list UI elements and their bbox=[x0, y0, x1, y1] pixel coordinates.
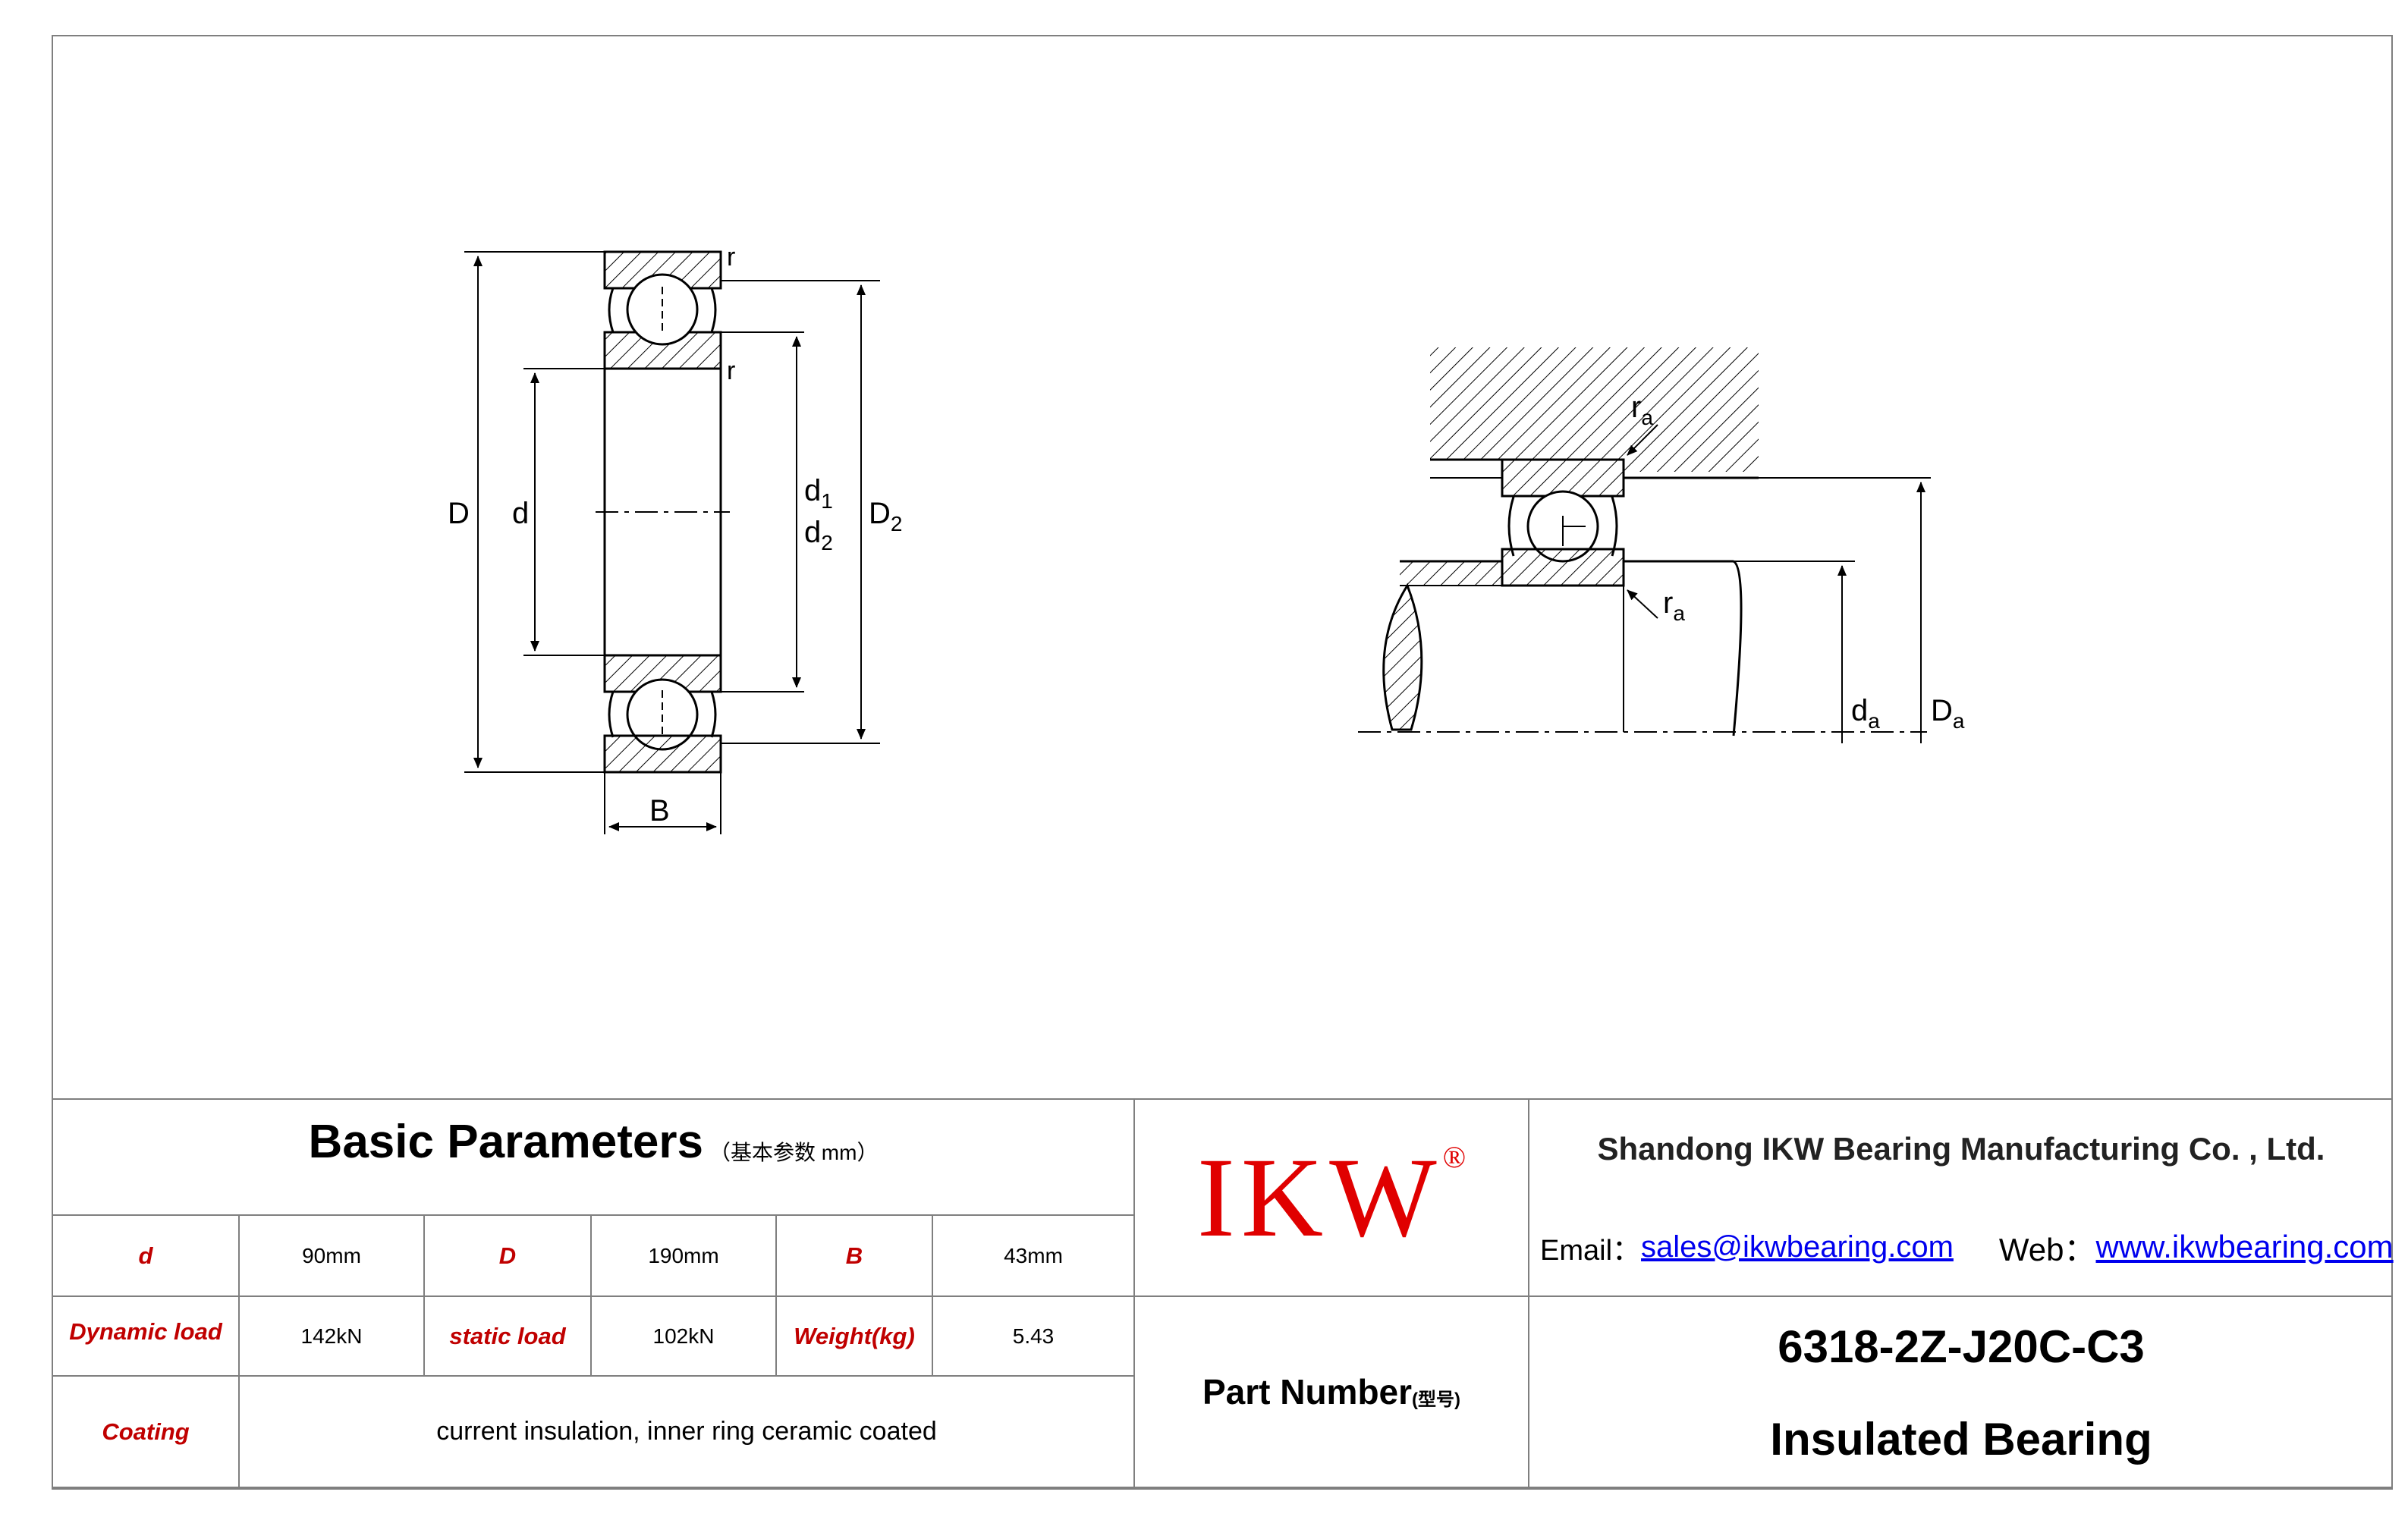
company-name: Shandong IKW Bearing Manufacturing Co. ,… bbox=[1597, 1131, 2325, 1167]
email-link[interactable]: sales@ikwbearing.com bbox=[1641, 1230, 1954, 1264]
bearing-drawings: D d d1 d2 D2 r r B bbox=[448, 243, 1965, 834]
value-D-cell: 190mm bbox=[648, 1243, 719, 1267]
label-d1: d1 bbox=[804, 474, 833, 513]
registered-mark: ® bbox=[1442, 1140, 1466, 1174]
product-type: Insulated Bearing bbox=[1770, 1414, 2152, 1465]
value-B-cell: 43mm bbox=[1004, 1243, 1063, 1267]
label-r-mid: r bbox=[727, 356, 735, 385]
part-number-text: Part Number bbox=[1202, 1372, 1413, 1412]
label-static-load: static load bbox=[449, 1322, 566, 1349]
email-label: Email： bbox=[1540, 1234, 1642, 1267]
contact-row: Email： sales@ikwbearing.com Web： www.ikw… bbox=[1529, 1198, 2394, 1295]
label-r-top: r bbox=[727, 243, 735, 272]
label-weight: Weight(kg) bbox=[794, 1322, 915, 1349]
web-label: Web： bbox=[1998, 1231, 2096, 1267]
product-number: 6318-2Z-J20C-C3 bbox=[1778, 1321, 2145, 1372]
label-D-cell: D bbox=[498, 1242, 517, 1269]
label-d2: d2 bbox=[804, 516, 833, 554]
value-static-load: 102kN bbox=[652, 1324, 715, 1348]
part-number-cn: (型号) bbox=[1412, 1389, 1461, 1410]
label-coating: Coating bbox=[102, 1418, 190, 1445]
label-B-cell: B bbox=[845, 1242, 863, 1269]
label-da: da bbox=[1851, 694, 1880, 733]
label-Da: Da bbox=[1931, 694, 1965, 733]
params-title: Basic Parameters bbox=[308, 1116, 704, 1168]
label-d-cell: d bbox=[138, 1242, 153, 1269]
ikw-logo: IKW ® bbox=[1135, 1100, 1528, 1295]
label-D: D bbox=[448, 497, 470, 530]
logo-text: IKW bbox=[1196, 1135, 1443, 1261]
value-dynamic-load: 142kN bbox=[300, 1324, 363, 1348]
value-d-cell: 90mm bbox=[302, 1243, 361, 1267]
label-dynamic-load: Dynamic load bbox=[69, 1318, 222, 1345]
label-d: d bbox=[512, 497, 529, 530]
label-ra-bot: ra bbox=[1663, 586, 1685, 625]
bearing-mounting-view bbox=[1358, 347, 1931, 743]
value-weight: 5.43 bbox=[1012, 1324, 1055, 1348]
label-D2: D2 bbox=[869, 497, 902, 535]
web-link[interactable]: www.ikwbearing.com bbox=[2095, 1229, 2394, 1264]
value-coating: current insulation, inner ring ceramic c… bbox=[436, 1417, 937, 1446]
drawing-frame bbox=[52, 35, 2393, 1490]
params-title-row: Basic Parameters （基本参数 mm） bbox=[53, 1100, 1133, 1214]
bearing-section-view bbox=[464, 250, 880, 834]
params-title-unit: （基本参数 mm） bbox=[709, 1140, 879, 1164]
label-B: B bbox=[649, 794, 670, 828]
part-number-label: Part Number (型号) bbox=[1135, 1297, 1528, 1487]
label-ra-top: ra bbox=[1631, 391, 1653, 429]
